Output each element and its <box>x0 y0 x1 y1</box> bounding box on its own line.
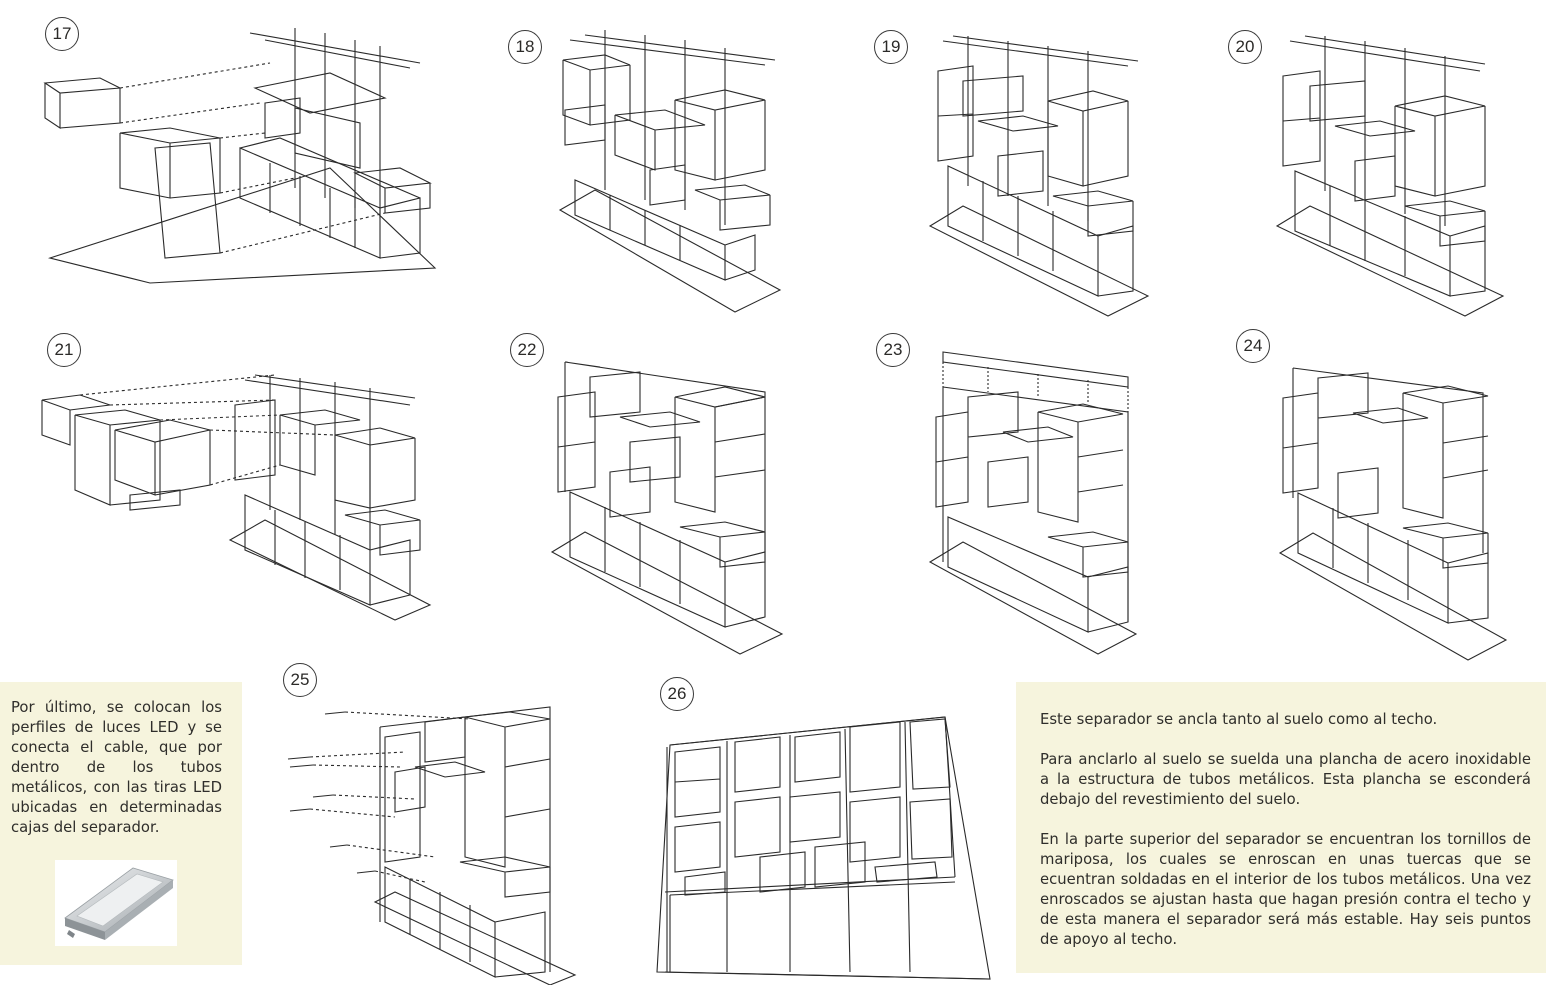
step-23-badge: 23 <box>876 333 910 367</box>
anchoring-note-p2: Para anclarlo al suelo se suelda una pla… <box>1040 751 1531 808</box>
led-profile-note-text: Por último, se colocan los perfiles de l… <box>11 699 222 836</box>
led-profile-photo <box>55 860 177 946</box>
anchoring-note-p3: En la parte superior del separador se en… <box>1040 831 1531 948</box>
step-17-drawing <box>40 28 445 283</box>
step-21-badge: 21 <box>47 333 81 367</box>
step-26-drawing <box>655 717 993 980</box>
step-22-badge: 22 <box>510 333 544 367</box>
step-20-badge: 20 <box>1228 30 1262 64</box>
step-22-drawing <box>550 362 785 654</box>
led-profile-note-panel: Por último, se colocan los perfiles de l… <box>0 682 242 965</box>
anchoring-note-panel: Este separador se ancla tanto al suelo c… <box>1016 682 1546 973</box>
step-18-drawing <box>555 30 785 312</box>
step-24-badge: 24 <box>1236 329 1270 363</box>
step-20-drawing <box>1275 36 1505 316</box>
step-21-drawing <box>40 370 435 620</box>
step-19-drawing <box>928 36 1153 316</box>
step-26-badge: 26 <box>660 677 694 711</box>
anchoring-note-p1: Este separador se ancla tanto al suelo c… <box>1040 711 1438 728</box>
step-25-drawing <box>285 707 580 985</box>
step-25-badge: 25 <box>283 663 317 697</box>
step-17-badge: 17 <box>45 17 79 51</box>
step-18-badge: 18 <box>508 30 542 64</box>
step-24-drawing <box>1278 368 1508 660</box>
step-23-drawing <box>928 352 1138 654</box>
step-19-badge: 19 <box>874 30 908 64</box>
led-profile-icon <box>64 867 174 940</box>
